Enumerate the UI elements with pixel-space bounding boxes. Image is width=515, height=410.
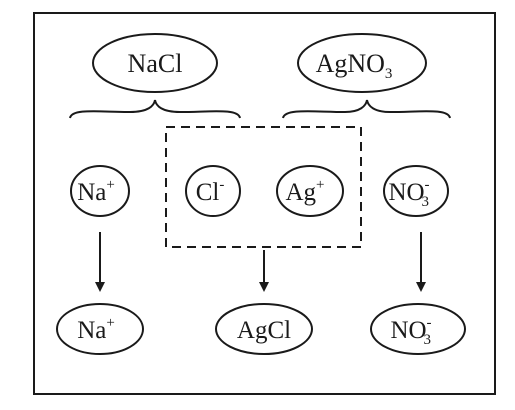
product-no3-subscript: 3 <box>424 332 432 348</box>
product-na-label: Na+ <box>77 315 115 344</box>
ion-ag: Ag+ <box>276 165 344 217</box>
ion-ag-symbol: Ag <box>285 179 316 206</box>
outer-frame <box>33 12 496 395</box>
reactant-nacl-label: NaCl <box>128 49 183 78</box>
ion-no3-charge: - <box>425 177 430 193</box>
ion-no3-ellipse <box>383 165 449 217</box>
reactant-agno3-label: AgNO3 <box>316 49 393 82</box>
product-na-symbol: Na <box>77 317 106 344</box>
reactant-agno3-ellipse <box>297 33 427 93</box>
ion-cl: Cl- <box>185 165 241 217</box>
reactant-agno3-formula: AgNO <box>316 49 385 78</box>
ion-na-symbol: Na <box>77 179 106 206</box>
ion-no3-label: NO-3 <box>388 177 429 210</box>
product-no3-symbol: NO <box>390 317 426 344</box>
product-no3-label: NO-3 <box>390 315 431 348</box>
ion-na-label: Na+ <box>77 177 115 206</box>
right-brace <box>282 99 451 119</box>
product-na-ellipse <box>56 303 144 355</box>
product-na-charge: + <box>106 315 114 331</box>
ion-cl-ellipse <box>185 165 241 217</box>
ion-na: Na+ <box>70 165 130 217</box>
ion-cl-symbol: Cl <box>196 179 220 206</box>
reactant-nacl: NaCl <box>92 33 218 93</box>
ion-ag-ellipse <box>276 165 344 217</box>
reactant-nacl-ellipse <box>92 33 218 93</box>
ion-ag-charge: + <box>316 177 324 193</box>
product-agcl-ellipse <box>215 303 313 355</box>
product-no3-ellipse <box>370 303 466 355</box>
ion-na-charge: + <box>106 177 114 193</box>
product-na: Na+ <box>56 303 144 355</box>
product-agcl: AgCl <box>215 303 313 355</box>
ion-no3-subscript: 3 <box>422 194 430 210</box>
product-no3: NO-3 <box>370 303 466 355</box>
ion-cl-charge: - <box>219 177 224 193</box>
ion-na-ellipse <box>70 165 130 217</box>
ion-cl-label: Cl- <box>196 177 225 206</box>
ion-ag-label: Ag+ <box>285 177 324 206</box>
reactant-agno3-subscript: 3 <box>385 66 393 82</box>
product-agcl-label: AgCl <box>237 317 291 344</box>
reacting-ions-box <box>165 126 362 248</box>
product-no3-charge: - <box>427 315 432 331</box>
reactant-agno3: AgNO3 <box>297 33 427 93</box>
ion-no3-symbol: NO <box>388 179 424 206</box>
ion-no3: NO-3 <box>383 165 449 217</box>
left-brace <box>69 99 241 119</box>
